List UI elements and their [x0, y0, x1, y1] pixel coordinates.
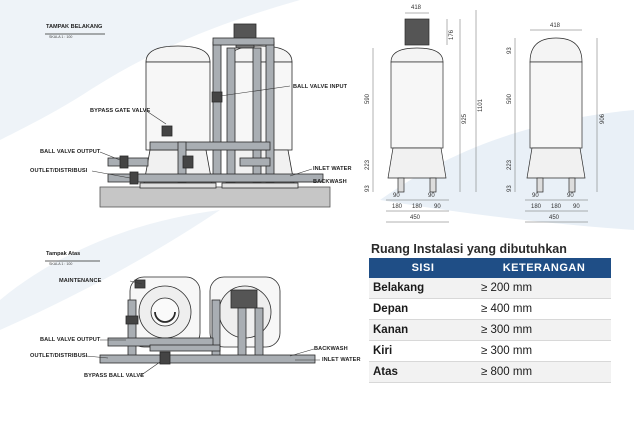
row-side: Atas: [369, 361, 477, 383]
table-row: Kanan ≥ 300 mm: [369, 319, 611, 341]
dim-b-body: 590: [507, 93, 513, 104]
row-side: Kanan: [369, 319, 477, 341]
background-swoosh: [0, 0, 300, 140]
dim-b-top: 418: [550, 23, 561, 29]
rear-view-drawing: [45, 23, 331, 208]
top-view-title: Tampak Atas: [46, 251, 81, 257]
top-view-scale: SKALA 1 : 100: [49, 262, 73, 266]
label-bypass-gate-valve: BYPASS GATE VALVE: [90, 108, 151, 114]
dim-b-base: 223: [507, 159, 513, 170]
dim-b-b2: 90: [567, 193, 574, 199]
dim-a-total2: 1101: [478, 99, 484, 112]
dim-a-foot: 93: [365, 185, 371, 192]
dim-b-c1: 180: [531, 204, 542, 210]
table-row: Belakang ≥ 200 mm: [369, 278, 611, 299]
row-side: Kiri: [369, 340, 477, 362]
rear-view-scale: SKALA 1 : 100: [49, 35, 73, 39]
label-inlet-water: INLET WATER: [313, 166, 352, 172]
header-sisi: SISI: [369, 258, 477, 278]
row-value: ≥ 400 mm: [477, 298, 611, 320]
label-ball-valve-output: BALL VALVE OUTPUT: [40, 149, 101, 155]
dim-a-c3: 90: [434, 204, 441, 210]
table-row: Kiri ≥ 300 mm: [369, 340, 611, 362]
dim-a-width: 450: [410, 215, 421, 221]
dim-b-foot: 93: [507, 185, 513, 192]
dim-a-c2: 180: [412, 204, 423, 210]
dim-b-c3: 90: [573, 204, 580, 210]
table-row: Atas ≥ 800 mm: [369, 361, 611, 383]
table-title: Ruang Instalasi yang dibutuhkan: [371, 242, 567, 256]
label-maintenance: MAINTENANCE: [59, 278, 102, 284]
dim-a-body: 590: [365, 93, 371, 104]
row-value: ≥ 200 mm: [477, 278, 611, 299]
dim-a-head: 176: [449, 29, 455, 40]
row-value: ≥ 800 mm: [477, 361, 611, 383]
dim-b-c2: 180: [551, 204, 562, 210]
label-ball-valve-output-top: BALL VALVE OUTPUT: [40, 337, 101, 343]
dim-b-total: 906: [600, 113, 606, 124]
label-backwash-top: BACKWASH: [314, 346, 348, 352]
background-swoosh: [0, 210, 220, 330]
row-side: Belakang: [369, 278, 477, 299]
elevation-b-drawing: [514, 29, 598, 223]
label-inlet-water-top: INLET WATER: [322, 357, 361, 363]
header-keterangan: KETERANGAN: [477, 258, 611, 278]
row-value: ≥ 300 mm: [477, 340, 611, 362]
label-ball-valve-input: BALL VALVE INPUT: [293, 84, 348, 90]
table-header-row: SISI KETERANGAN: [369, 258, 611, 278]
label-backwash: BACKWASH: [313, 179, 347, 185]
label-bypass-ball-valve: BYPASS BALL VALVE: [84, 373, 145, 379]
dim-b-b1: 90: [532, 193, 539, 199]
row-side: Depan: [369, 298, 477, 320]
dim-b-width: 450: [549, 215, 560, 221]
dim-a-c1: 180: [392, 204, 403, 210]
table-row: Depan ≥ 400 mm: [369, 298, 611, 320]
dim-a-b1: 90: [393, 193, 400, 199]
label-outlet-distribusi-top: OUTLET/DISTRIBUSI: [30, 353, 88, 359]
label-outlet-distribusi: OUTLET/DISTRIBUSI: [30, 168, 88, 174]
row-value: ≥ 300 mm: [477, 319, 611, 341]
dim-b-head: 93: [507, 47, 513, 54]
elevation-a-drawing: [372, 10, 477, 223]
rear-view-title: TAMPAK BELAKANG: [46, 24, 103, 30]
installation-space-table: SISI KETERANGAN Belakang ≥ 200 mm Depan …: [369, 258, 611, 383]
top-view-drawing: [45, 260, 320, 377]
dim-a-b2: 90: [428, 193, 435, 199]
dim-a-base: 223: [365, 159, 371, 170]
dim-a-top: 418: [411, 5, 422, 11]
dim-a-total1: 925: [462, 113, 468, 124]
